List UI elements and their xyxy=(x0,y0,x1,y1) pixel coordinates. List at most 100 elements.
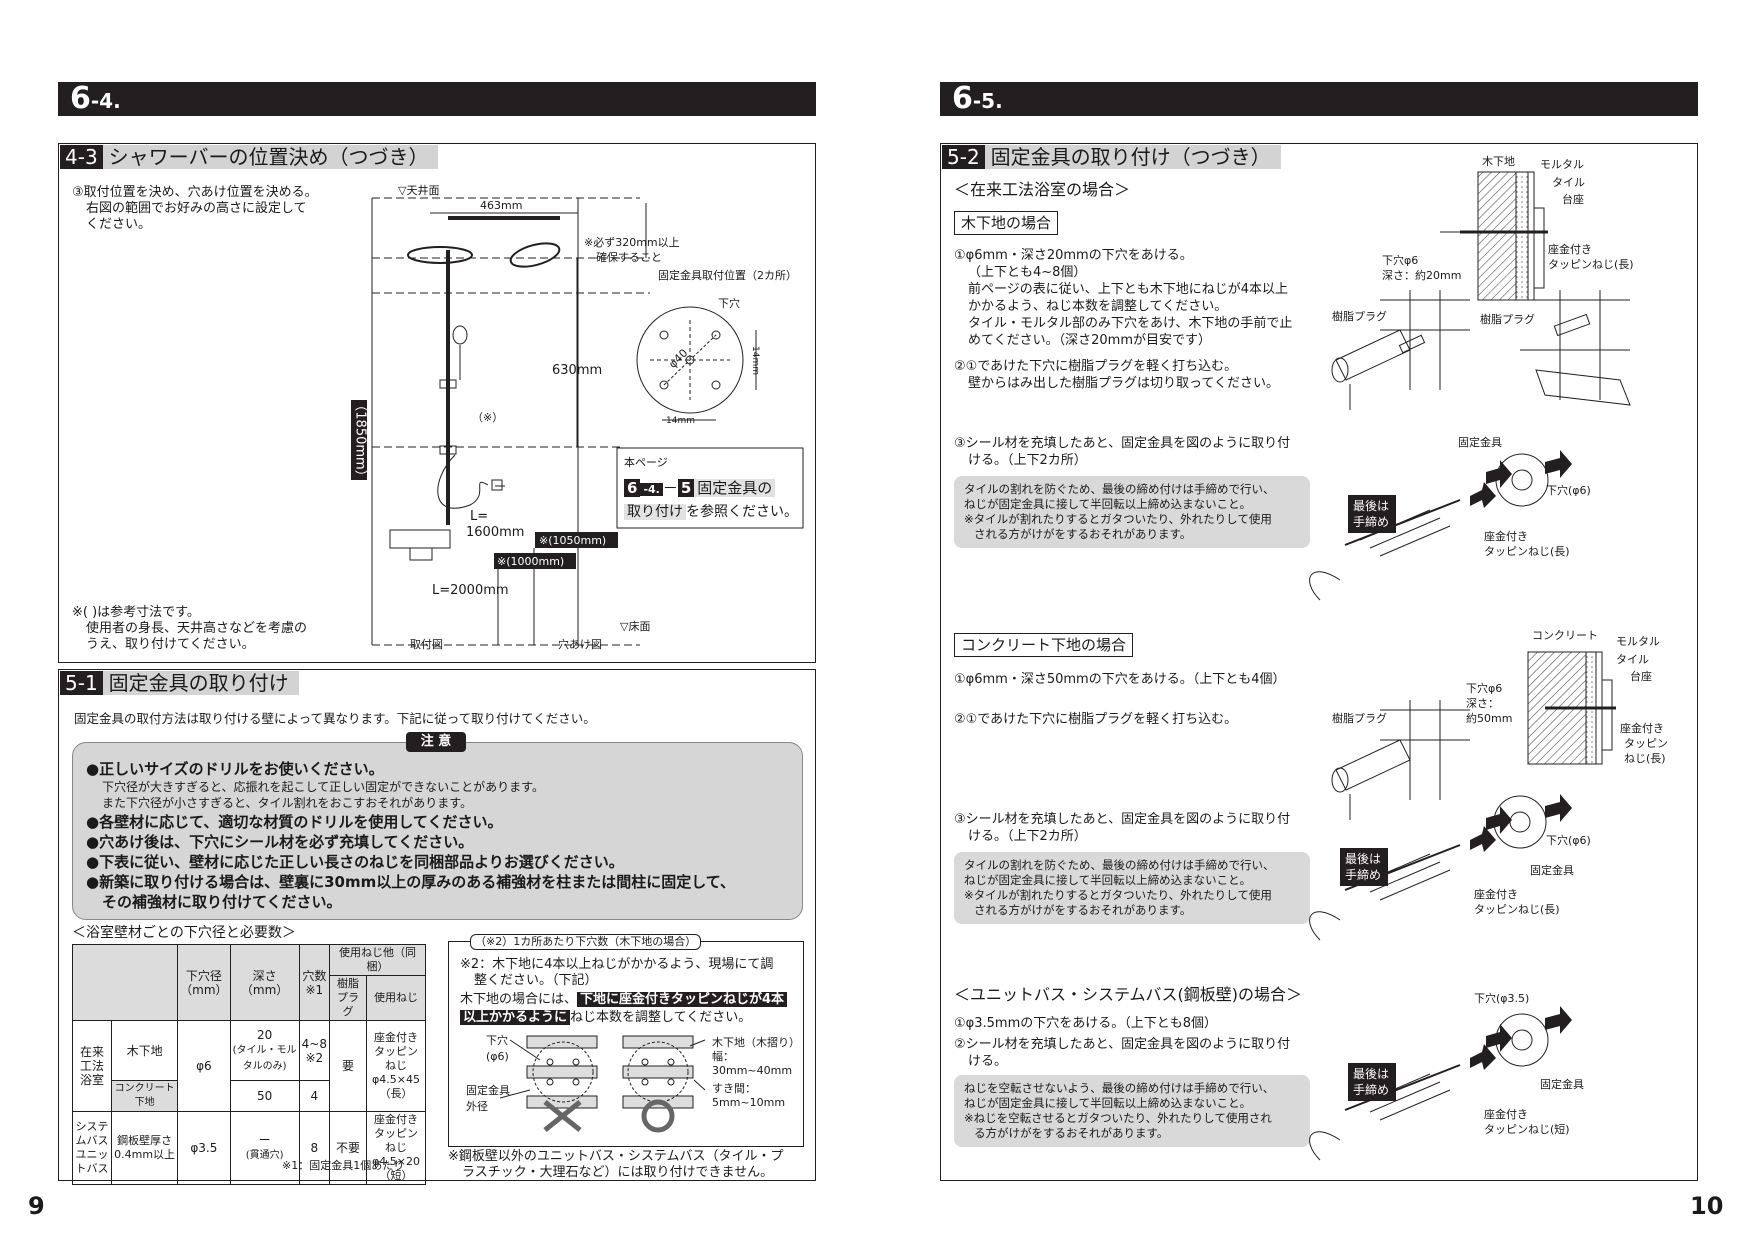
note2-highlight1: 下地に座金付きタッピンねじが4本 xyxy=(577,992,788,1007)
floor-label: ▽床面 xyxy=(620,620,651,633)
r1-screw: 座金付きタッピンねじ φ4.5×45（長） xyxy=(366,1020,426,1112)
lbl-mortar2: モルタル xyxy=(1616,635,1660,648)
right-page-header: 6-5. xyxy=(940,82,1698,116)
lbl-screw4b: タッピンねじ(短) xyxy=(1484,1123,1570,1136)
lbl-hole-phi6b: 下穴(φ6) xyxy=(1546,834,1591,847)
note2-title: （※2）1カ所あたり下穴数（木下地の場合） xyxy=(470,934,702,950)
dim-1000: ※(1000mm) xyxy=(497,555,565,568)
section-4-3-box xyxy=(58,143,816,663)
r3-count: 8 xyxy=(298,1111,331,1185)
lbl-screw2a: 座金付き xyxy=(1484,530,1528,543)
ref-box-5: 5 xyxy=(677,479,695,497)
right-header-num: 6 xyxy=(952,81,973,116)
sec51-intro: 固定金具の取付方法は取り付ける壁によって異なります。下記に従って取り付けてくださ… xyxy=(74,711,596,726)
note-line: ※タイルが割れたりするとガタついたり、外れたりして使用 xyxy=(964,888,1272,902)
concrete-base-heading: コンクリート下地の場合 xyxy=(954,633,1134,657)
note2-bottom2: ラスチック・大理石など）には取り付けできません。 xyxy=(462,1165,774,1180)
note2-l4: 以上かかるようにねじ本数を調整してください。 xyxy=(460,1009,751,1026)
lbl-screw-long-2: タッピンねじ(長) xyxy=(1548,258,1634,271)
note2-l2: 整ください。（下記） xyxy=(474,973,598,988)
r1-depth: 20(タイル・モルタルのみ) xyxy=(229,1020,300,1081)
r1-category: 在来工法浴室 xyxy=(72,1020,112,1112)
lbl-screw-long-1: 座金付き xyxy=(1548,243,1592,256)
note-line: ※タイルが割れたりするとガタついたり、外れたりして使用 xyxy=(964,512,1272,526)
concrete-step3: ③シール材を充填したあと、固定金具を図のように取り付 xyxy=(954,812,1291,827)
r3-category: システムバス ユニットバス xyxy=(72,1111,112,1185)
caution-5b: その補強材に取り付けてください。 xyxy=(102,893,342,911)
left-page-header: 6-4. xyxy=(58,82,816,116)
lbl-plug2: 樹脂プラグ xyxy=(1480,313,1535,326)
lbl-last-hand: 最後は手締め xyxy=(1348,495,1396,533)
unit-bath-heading: ＜ユニットバス・システムバス(鋼板壁)の場合＞ xyxy=(954,985,1303,1004)
ref-box-num: 6 xyxy=(624,479,641,497)
dim-463: 463mm xyxy=(480,199,523,212)
section-number: 5-2 xyxy=(942,145,985,169)
note2-l3: 木下地の場合には、下地に座金付きタッピンねじが4本 xyxy=(460,991,788,1008)
th-count: 穴数※1 xyxy=(298,944,331,1021)
note2-l1: ※2：木下地に4本以上ねじがかかるよう、現場にて調 xyxy=(460,957,774,972)
ref-box-t3: を参照ください。 xyxy=(686,504,798,520)
table-title: ＜浴室壁材ごとの下穴径と必要数＞ xyxy=(72,925,296,941)
r1-wall: 木下地 xyxy=(110,1020,179,1081)
page-number-right: 10 xyxy=(1690,1192,1724,1220)
section-title-text: シャワーバーの位置決め（つづき） xyxy=(108,145,429,169)
wood-step1b: 前ページの表に従い、上下とも木下地にねじが4本以上 xyxy=(968,282,1289,297)
unit-step2a: ける。 xyxy=(968,1054,1008,1069)
hose-2000: L=2000mm xyxy=(432,583,509,598)
lbl-screw-c3: ねじ(長) xyxy=(1624,752,1666,765)
lbl-fix: 固定金具 xyxy=(1458,436,1502,449)
table-corner xyxy=(71,944,179,1021)
section-5-1-box xyxy=(58,669,816,1181)
step3-line2: 右図の範囲でお好みの高さに設定して xyxy=(86,201,307,216)
dim-14-horizontal: 14mm xyxy=(666,416,695,426)
note2-width-val: 30mm~40mm xyxy=(712,1064,793,1077)
zairai-heading: ＜在来工法浴室の場合＞ xyxy=(954,180,1131,199)
lbl-screw3a: 座金付き xyxy=(1474,888,1518,901)
ref-box-t1: 固定金具の xyxy=(694,479,776,497)
caution-3: ●穴あけ後は、下穴にシール材を必ず充填してください。 xyxy=(86,833,474,851)
note2-gap-val: 5mm~10mm xyxy=(712,1096,786,1109)
note2-wood: 木下地（木摺り） xyxy=(712,1036,800,1049)
lbl-tile: タイル xyxy=(1552,176,1585,189)
note2-gap: すき間： xyxy=(712,1082,756,1095)
lbl-hole6: 下穴φ6 xyxy=(1382,254,1419,267)
wood-warning-note: タイルの割れを防ぐため、最後の締め付けは手締めで行い、 ねじが固定金具に接して半… xyxy=(954,476,1310,548)
lbl-last-hand-2: 最後は手締め xyxy=(1340,848,1388,886)
lbl-concrete: コンクリート xyxy=(1532,629,1598,642)
wood-step3: ③シール材を充填したあと、固定金具を図のように取り付 xyxy=(954,436,1291,451)
section-number: 5-1 xyxy=(60,671,103,695)
note2-highlight2: 以上かかるように xyxy=(460,1010,571,1025)
lbl-hole-phi6: 下穴(φ6) xyxy=(1546,484,1591,497)
caution-2: ●各壁材に応じて、適切な材質のドリルを使用してください。 xyxy=(86,813,503,831)
caution-1: ●正しいサイズのドリルをお使いください。 xyxy=(86,760,384,778)
note2-bottom1: ※鋼板壁以外のユニットバス・システムバス（タイル・プ xyxy=(448,1149,784,1164)
caution-label: 注 意 xyxy=(406,732,466,752)
unit-step1: ①φ3.5mmの下穴をあける。（上下とも8個） xyxy=(954,1016,1218,1031)
must-320-l2: 確保すること xyxy=(596,251,662,264)
lbl-hole6b: 下穴φ6 xyxy=(1466,682,1503,695)
note-line: タイルの割れを防ぐため、最後の締め付けは手締めで行い、 xyxy=(964,482,1275,496)
lbl-screw-c1: 座金付き xyxy=(1620,722,1664,735)
r2-count: 4 xyxy=(298,1080,331,1112)
wood-step1e: めてください。（深さ20mmが目安です） xyxy=(968,333,1211,348)
left-header-num: 6 xyxy=(70,81,91,116)
section-title-text: 固定金具の取り付け（つづき） xyxy=(990,145,1271,169)
wood-step2: ②①であけた下穴に樹脂プラグを軽く打ち込む。 xyxy=(954,359,1238,374)
lbl-fix2: 固定金具 xyxy=(1530,864,1574,877)
fix-position-label: 固定金具取付位置（2カ所） xyxy=(658,269,797,282)
left-header-sub: -4. xyxy=(90,89,121,113)
r3-wall: 鋼板壁厚さ 0.4mm以上 xyxy=(110,1111,179,1185)
r3-depth: ー(貫通穴) xyxy=(229,1111,300,1185)
note-line: タイルの割れを防ぐため、最後の締め付けは手締めで行い、 xyxy=(964,858,1275,872)
note-line: される方がけがをするおそれがあります。 xyxy=(974,903,1192,917)
note-line: ねじを空転させないよう、最後の締め付けは手締めで行い、 xyxy=(964,1081,1275,1095)
wood-step1a: （上下とも4~8個） xyxy=(968,265,1087,280)
lbl-screw-c2: タッピン xyxy=(1624,737,1668,750)
note-line: ねじが固定金具に接して半回転以上締め込まないこと。 xyxy=(964,1096,1252,1110)
step3-line3: ください。 xyxy=(86,217,152,232)
note2-hole: 下穴 xyxy=(486,1034,508,1047)
note2-outer: 固定金具 xyxy=(466,1084,510,1097)
